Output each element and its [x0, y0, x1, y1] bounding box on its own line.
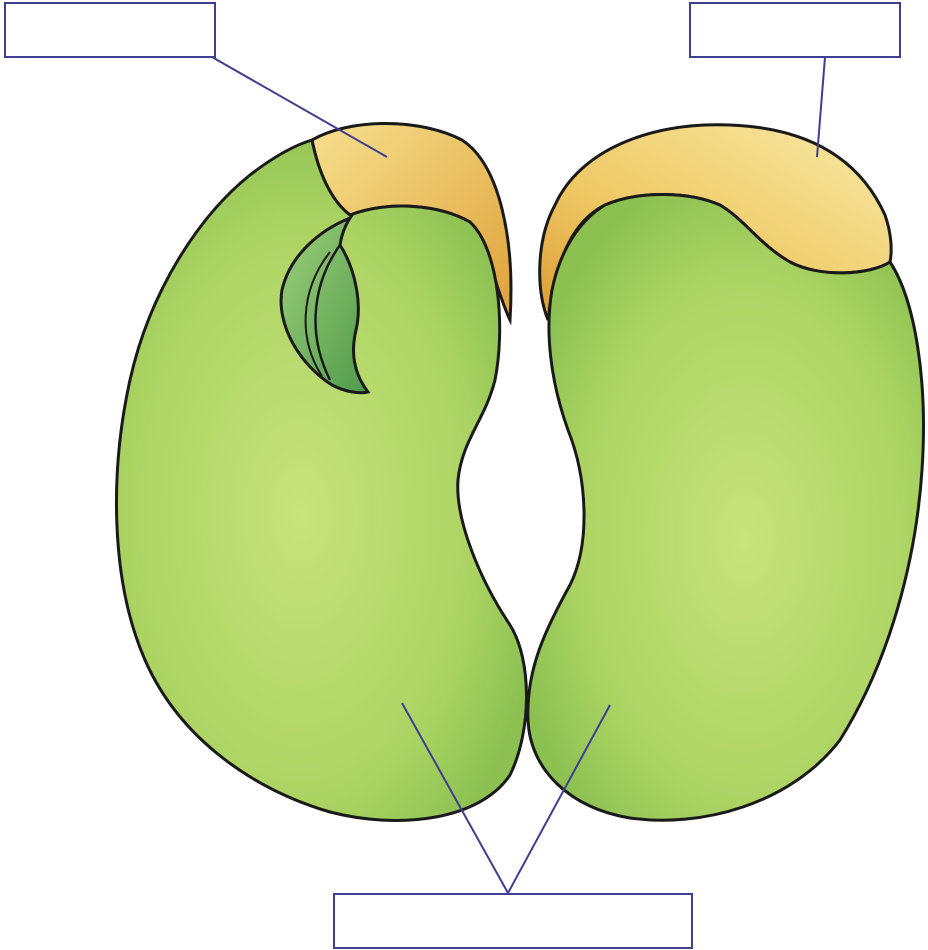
label-box-bottom[interactable] — [333, 893, 693, 949]
left-cotyledon — [116, 124, 526, 821]
leader-line-top-left — [212, 57, 387, 157]
label-box-top-right[interactable] — [689, 2, 901, 58]
leader-line-top-right — [817, 57, 825, 157]
label-box-top-left[interactable] — [4, 2, 216, 58]
right-cotyledon — [528, 125, 924, 820]
right-cotyledon-body — [528, 194, 924, 820]
